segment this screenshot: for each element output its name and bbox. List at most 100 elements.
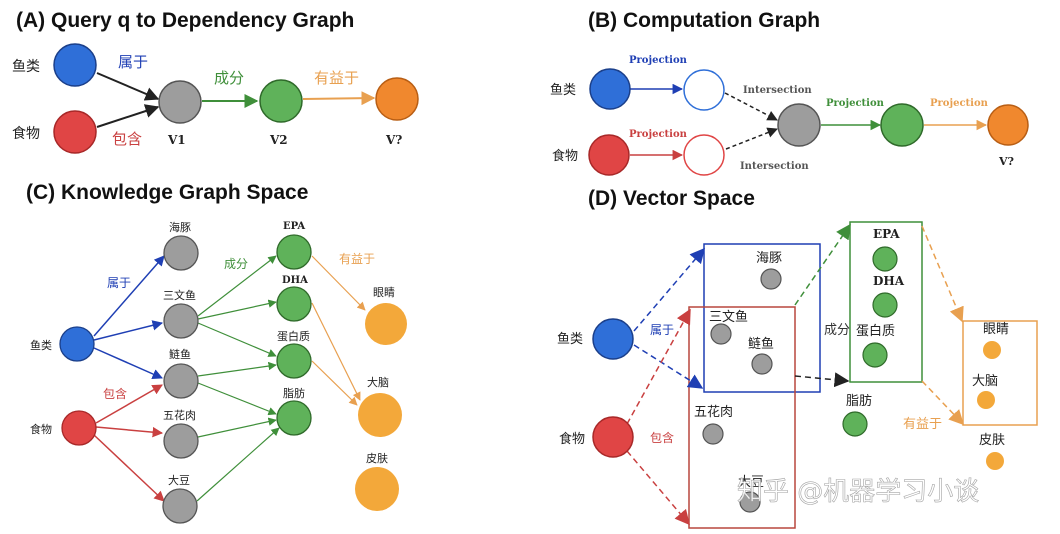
node-dha xyxy=(872,292,898,318)
panel-d-title: (D) Vector Space xyxy=(588,187,755,210)
label-dolphin: 海豚 xyxy=(756,251,782,266)
label-proj-bottom: Projection xyxy=(629,129,688,140)
node-v-unknown xyxy=(375,77,419,121)
edge-inter-top xyxy=(724,92,778,121)
label-proj-right: Projection xyxy=(930,98,989,109)
label-fish: 鱼类 xyxy=(30,338,52,352)
label-dha: DHA xyxy=(282,275,308,286)
label-food: 食物 xyxy=(552,148,578,164)
edge-inter-nutrient-bottom xyxy=(794,372,850,388)
node-dha xyxy=(276,286,312,322)
panel-a-title: (A) Query q to Dependency Graph xyxy=(16,9,354,32)
label-contains: 包含 xyxy=(112,130,142,148)
label-soy: 大豆 xyxy=(168,473,190,487)
label-inter-top: Intersection xyxy=(743,85,812,96)
node-fish xyxy=(59,326,95,362)
node-protein xyxy=(276,343,312,379)
edge-food-pork xyxy=(95,426,164,438)
node-salmon xyxy=(710,323,732,345)
label-contains: 包含 xyxy=(103,386,127,401)
edge-inter-bottom xyxy=(725,127,778,150)
node-soy xyxy=(162,488,198,524)
node-silvercarp xyxy=(751,353,773,375)
node-salmon xyxy=(163,303,199,339)
label-proj-mid: Projection xyxy=(826,98,885,109)
edge-fish-silvercarp xyxy=(93,347,163,379)
edge-food-soy xyxy=(93,434,165,502)
label-contains: 包含 xyxy=(650,430,674,445)
label-salmon: 三文鱼 xyxy=(163,288,196,302)
panel-a: (A) Query q to Dependency Graph 鱼类 食物 属于… xyxy=(12,9,419,154)
label-v1: V1 xyxy=(167,133,186,147)
label-food: 食物 xyxy=(30,422,52,436)
label-silvercarp: 鲢鱼 xyxy=(169,347,191,361)
edge-fish-region-top xyxy=(633,247,705,332)
label-food: 食物 xyxy=(12,125,40,142)
edge-epa-eye xyxy=(311,255,366,311)
label-beneficial: 有益于 xyxy=(903,417,942,432)
label-eye: 眼睛 xyxy=(983,322,1009,337)
node-epa xyxy=(872,246,898,272)
node-pork xyxy=(702,423,724,445)
label-brain: 大脑 xyxy=(367,375,389,389)
edge-protein-brain xyxy=(311,360,358,406)
node-proj-food xyxy=(683,134,725,176)
panel-b-title: (B) Computation Graph xyxy=(588,9,820,32)
panel-c-title: (C) Knowledge Graph Space xyxy=(26,181,308,204)
label-beneficial: 有益于 xyxy=(314,69,359,87)
edge-dha-brain xyxy=(311,302,361,401)
node-pork xyxy=(163,423,199,459)
label-protein: 蛋白质 xyxy=(856,323,895,339)
label-fat: 脂肪 xyxy=(846,393,872,409)
edge-food-region-bottom xyxy=(626,450,690,526)
label-fish: 鱼类 xyxy=(557,331,583,347)
node-fat xyxy=(276,400,312,436)
node-protein xyxy=(862,342,888,368)
node-epa xyxy=(276,234,312,270)
label-inter-bottom: Intersection xyxy=(740,161,809,172)
edge-fish-region-bottom xyxy=(633,344,704,389)
node-fish xyxy=(53,43,97,87)
label-brain: 大脑 xyxy=(972,374,998,389)
node-silvercarp xyxy=(163,363,199,399)
edge-food-region-top xyxy=(626,308,691,425)
label-belongs: 属于 xyxy=(118,53,148,71)
panel-d: (D) Vector Space 鱼类 食物 属于 包含 成分 xyxy=(557,187,1038,529)
node-skin xyxy=(355,467,399,511)
node-v-unknown xyxy=(987,104,1029,146)
edge-salmon-protein xyxy=(197,322,277,357)
node-fat xyxy=(842,411,868,437)
label-salmon: 三文鱼 xyxy=(709,309,748,325)
node-soy xyxy=(739,491,761,513)
label-v: V? xyxy=(385,133,402,147)
region-organ xyxy=(962,320,1038,426)
label-eye: 眼睛 xyxy=(373,286,395,299)
panel-b: (B) Computation Graph 鱼类 食物 Projection P… xyxy=(550,9,1029,176)
node-fish xyxy=(592,318,634,360)
label-beneficial: 有益于 xyxy=(339,252,375,266)
node-dolphin xyxy=(760,268,782,290)
edge-silvercarp-fat xyxy=(197,382,277,416)
node-food xyxy=(592,416,634,458)
label-proj-top: Projection xyxy=(629,55,688,66)
region-food xyxy=(688,306,796,529)
node-eye xyxy=(365,303,407,345)
edge-salmon-dha xyxy=(197,299,277,320)
node-intersection xyxy=(777,103,821,147)
label-v2: V2 xyxy=(269,133,288,147)
node-food xyxy=(588,134,630,176)
edge-salmon-epa xyxy=(197,255,277,317)
label-epa: EPA xyxy=(873,227,900,241)
edge-fish-dolphin xyxy=(93,255,165,337)
node-v1 xyxy=(158,80,202,124)
node-v2 xyxy=(259,79,303,123)
label-dha: DHA xyxy=(873,274,905,288)
node-eye xyxy=(983,341,1001,359)
label-component: 成分 xyxy=(824,323,850,338)
node-food xyxy=(61,410,97,446)
label-soy: 大豆 xyxy=(738,475,764,490)
edge-food-silvercarp xyxy=(95,384,163,424)
label-food: 食物 xyxy=(559,431,585,447)
edge-pork-fat xyxy=(197,417,277,438)
